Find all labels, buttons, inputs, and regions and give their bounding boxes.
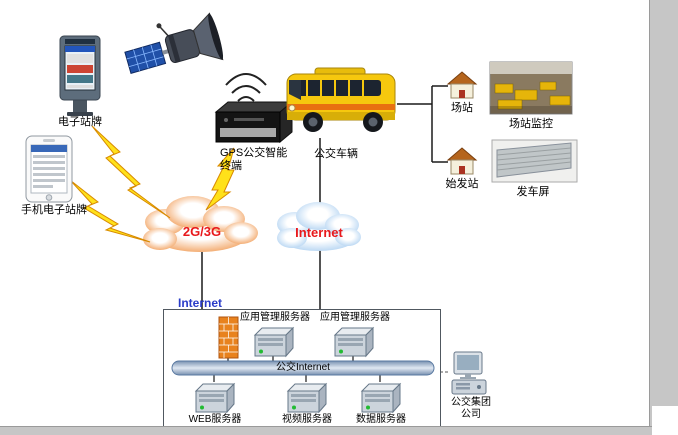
kiosk-image (59, 35, 101, 116)
page-margin-right (649, 0, 678, 435)
data-server-icon (361, 383, 401, 413)
app-server-icon-2 (334, 327, 374, 357)
video-server-label: 视频服务器 (282, 414, 332, 425)
gps-terminal-image (214, 100, 294, 144)
firewall-icon (218, 316, 239, 359)
bus-internet-bar (171, 360, 435, 376)
bus-internet-bar-label: 公交Internet (276, 362, 330, 373)
gps-terminal-label-line1: GPS公交智能 (220, 147, 288, 159)
origin-station-label: 始发站 (445, 178, 479, 190)
lightning-bolt-gps (205, 147, 235, 211)
station-monitor-photo (489, 61, 573, 115)
departure-screen-label: 发车屏 (516, 186, 550, 198)
origin-house-icon (447, 147, 477, 175)
data-server-label: 数据服务器 (356, 414, 406, 425)
cloud-2g3g-label: 2G/3G (182, 224, 222, 239)
app-server-label-1: 应用管理服务器 (240, 312, 310, 323)
bus-image (286, 67, 396, 132)
app-server-label-2: 应用管理服务器 (320, 312, 390, 323)
company-computer-icon (451, 351, 487, 395)
cloud-internet-label: Internet (295, 225, 343, 240)
company-label-line2: 公司 (461, 409, 481, 420)
station-house-icon (447, 71, 477, 99)
departure-screen-photo (491, 139, 578, 183)
lightning-bolts (69, 125, 235, 243)
video-server-icon (287, 383, 327, 413)
station-monitor-label: 场站监控 (509, 118, 553, 130)
web-server-label: WEB服务器 (188, 414, 242, 425)
lightning-bolt-phone (69, 179, 151, 243)
cloud-internet (277, 202, 361, 251)
kiosk-label: 电子站牌 (58, 116, 102, 128)
phone-label: 手机电子站牌 (21, 204, 87, 216)
cloud-2g3g (143, 196, 258, 252)
app-server-icon-1 (254, 327, 294, 357)
satellite-image (124, 12, 224, 74)
page-margin-bottom (0, 426, 652, 435)
lightning-bolt-kiosk (91, 125, 171, 219)
internet-link-label: Internet (177, 296, 222, 310)
station-label: 场站 (451, 102, 473, 114)
company-label-line1: 公交集团 (451, 397, 491, 408)
web-server-icon (195, 383, 235, 413)
phone-image (25, 135, 73, 203)
bus-label: 公交车辆 (314, 148, 358, 160)
gps-terminal-label-line2: 终端 (220, 160, 242, 172)
page-corner (652, 406, 678, 435)
